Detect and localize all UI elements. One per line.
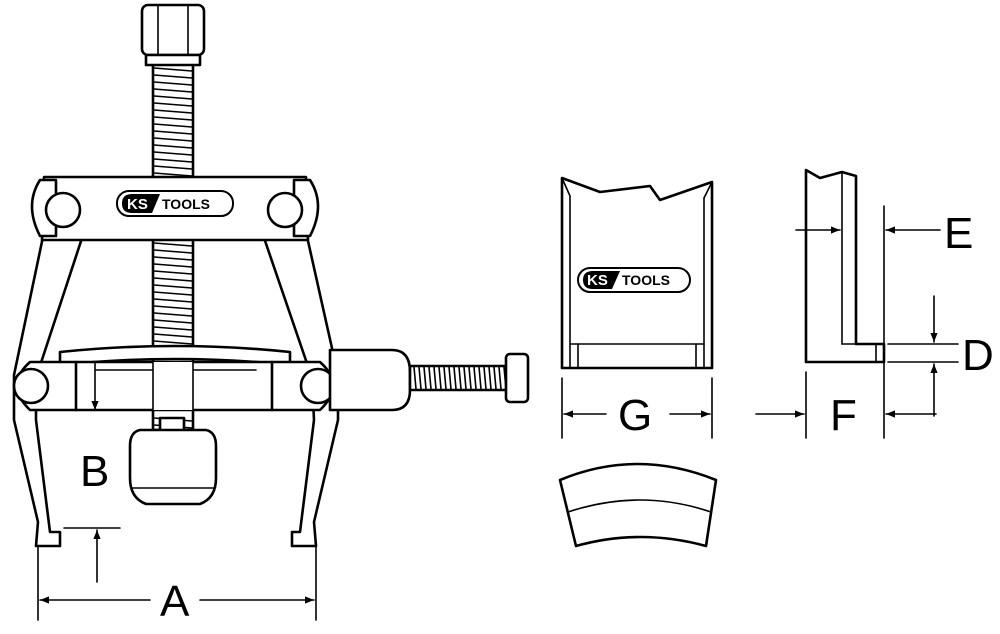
jaw-insert-front: KS TOOLS G	[560, 176, 714, 440]
thread-line	[153, 172, 193, 177]
dimension-e-label: E	[944, 209, 973, 258]
thread-line	[498, 366, 502, 390]
insert-brand-logo: KS TOOLS	[577, 267, 691, 293]
dimension-g-label: G	[618, 391, 652, 440]
thread-line	[153, 249, 193, 254]
insert-logo-tools-text: TOOLS	[622, 272, 670, 288]
thread-line	[463, 366, 467, 390]
thread-line	[153, 95, 193, 100]
thread-line	[153, 158, 193, 163]
thread-line	[153, 102, 193, 107]
thread-line	[153, 144, 193, 149]
thread-line	[418, 366, 422, 390]
thread-line	[423, 366, 427, 390]
thread-line	[153, 123, 193, 128]
thread-line	[153, 116, 193, 121]
thread-line	[153, 74, 193, 79]
thread-line	[448, 366, 452, 390]
thread-line	[478, 366, 482, 390]
thread-line	[488, 366, 492, 390]
logo-tools-text: TOOLS	[162, 196, 210, 212]
thread-line	[153, 137, 193, 142]
dimension-d: D	[887, 295, 994, 417]
thread-line	[493, 366, 497, 390]
thread-line	[153, 242, 193, 247]
logo-ks-text: KS	[127, 196, 148, 213]
thread-line	[153, 277, 193, 282]
cross-beam-pin-left	[12, 367, 50, 405]
top-beam-pin-left	[44, 191, 82, 229]
pressure-piece	[128, 416, 218, 506]
dimension-b: B	[80, 361, 109, 496]
thread-line	[468, 366, 472, 390]
thread-line	[443, 366, 447, 390]
dimension-b-label: B	[80, 447, 109, 496]
thread-line	[413, 366, 417, 390]
thread-line	[153, 340, 193, 345]
dimension-f-label: F	[830, 391, 857, 440]
jaw-insert-top-view	[558, 462, 718, 548]
jaw-insert-side: E D F	[755, 168, 994, 440]
puller: KS TOOLS	[12, 3, 530, 626]
thread-line	[153, 298, 193, 303]
thread-line	[153, 151, 193, 156]
thread-line	[428, 366, 432, 390]
thread-line	[153, 333, 193, 338]
thread-line	[153, 109, 193, 114]
thread-line	[153, 305, 193, 310]
brand-logo: KS TOOLS	[116, 190, 234, 217]
thread-line	[153, 88, 193, 93]
clamp-screw	[328, 348, 530, 412]
dimension-e: E	[795, 205, 973, 439]
clamp-screw-knob	[504, 352, 530, 404]
top-beam-pin-right	[266, 191, 304, 229]
thread-line	[153, 67, 193, 72]
cross-beam	[12, 344, 337, 412]
thread-line	[153, 291, 193, 296]
dimension-d-label: D	[962, 331, 994, 380]
thread-line	[153, 81, 193, 86]
thread-line	[153, 319, 193, 324]
thread-line	[153, 270, 193, 275]
thread-line	[473, 366, 477, 390]
thread-line	[153, 284, 193, 289]
thread-line	[153, 263, 193, 268]
thread-line	[433, 366, 437, 390]
thread-line	[153, 312, 193, 317]
thread-line	[458, 366, 462, 390]
dimension-a: A	[37, 527, 317, 626]
thread-line	[153, 130, 193, 135]
dimension-a-label: A	[160, 577, 190, 626]
thread-line	[453, 366, 457, 390]
dimension-g: G	[561, 377, 713, 440]
thread-line	[153, 165, 193, 170]
thread-line	[153, 256, 193, 261]
thread-line	[153, 326, 193, 331]
insert-logo-ks-text: KS	[587, 272, 608, 289]
thread-line	[438, 366, 442, 390]
dimension-f: F	[755, 371, 937, 440]
hex-head	[140, 3, 206, 67]
thread-line	[483, 366, 487, 390]
